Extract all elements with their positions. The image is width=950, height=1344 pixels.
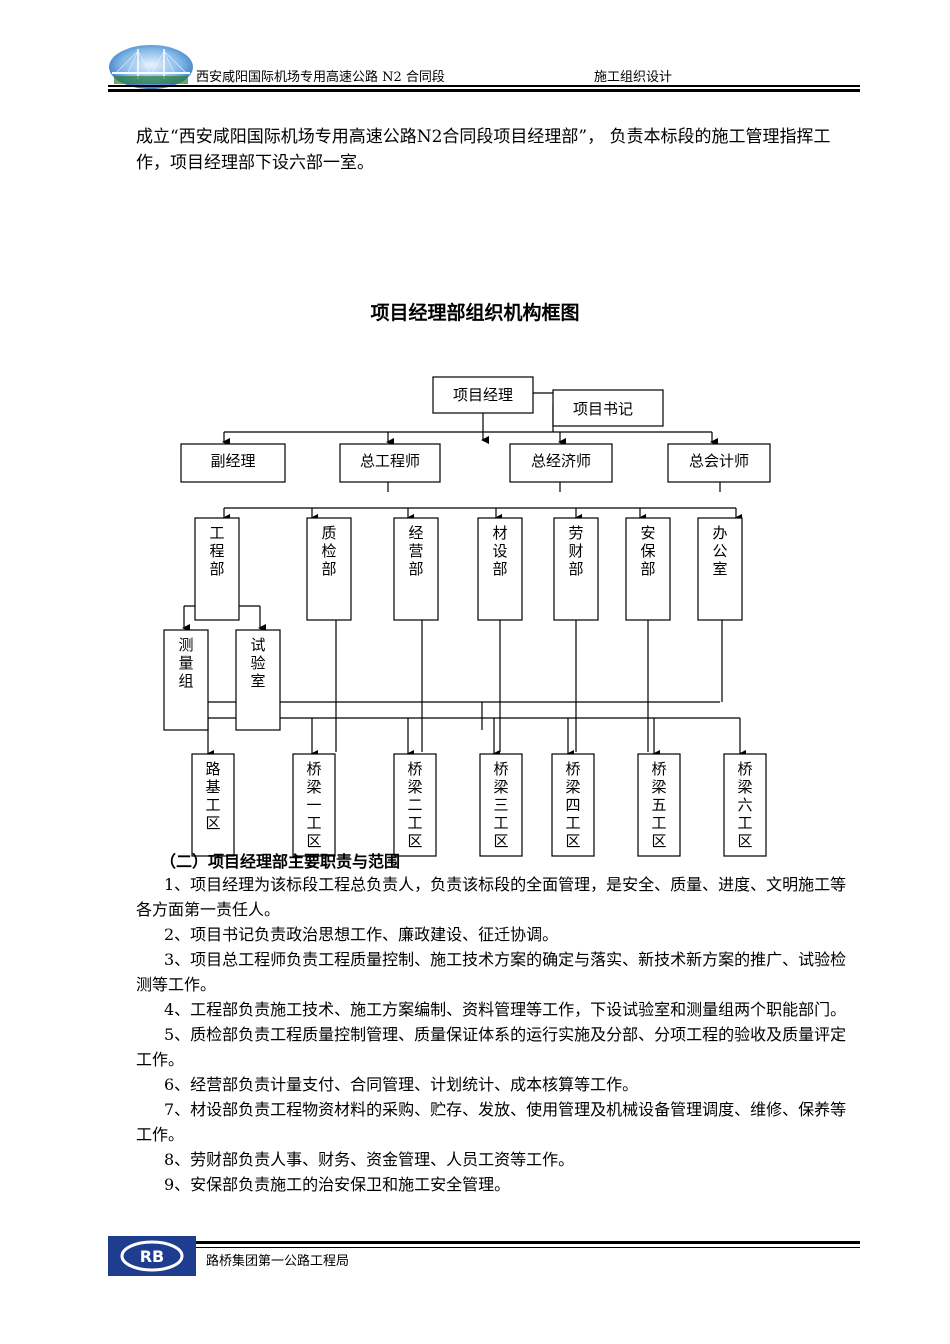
org-node-department: 质检部 — [306, 517, 352, 621]
org-node-label: 办公室 — [712, 524, 727, 578]
org-node-label: 桥梁五工区 — [651, 760, 666, 850]
org-node-chief-economist: 总经济师 — [509, 443, 613, 483]
footer-rule-thin — [196, 1247, 860, 1248]
org-node-department: 安保部 — [625, 517, 671, 621]
org-node-label: 项目书记 — [573, 400, 633, 418]
org-node-work-area: 桥梁三工区 — [479, 753, 523, 857]
org-chart: 项目经理 项目书记 副经理 总工程师 总经济师 总会计师 工程部 质检部 经营部 材设… — [163, 376, 771, 857]
bridge-logo-icon — [109, 45, 193, 89]
org-sub-groups: 测量组 试验室 — [163, 629, 281, 731]
org-node-label: 经营部 — [408, 524, 423, 578]
header-rule — [108, 85, 860, 87]
org-node-department: 办公室 — [697, 517, 743, 621]
section-heading: （二）项目经理部主要职责与范围 — [160, 852, 401, 871]
duty-item: 8、劳财部负责人事、财务、资金管理、人员工资等工作。 — [164, 1150, 575, 1169]
org-work-areas: 路基工区 桥梁一工区 桥梁二工区 桥梁三工区 桥梁四工区 桥梁五工区 桥梁六工区 — [191, 753, 767, 857]
org-node-sub-group: 测量组 — [163, 629, 209, 731]
header-doc-type: 施工组织设计 — [594, 70, 673, 85]
org-node-department: 工程部 — [194, 517, 240, 621]
org-node-chief-engineer: 总工程师 — [339, 443, 441, 483]
org-node-secretary: 项目书记 — [552, 389, 664, 427]
footer-org-name: 路桥集团第一公路工程局 — [206, 1254, 350, 1269]
org-node-label: 桥梁四工区 — [565, 760, 580, 850]
org-node-work-area: 桥梁一工区 — [292, 753, 336, 857]
org-node-department: 劳财部 — [553, 517, 599, 621]
org-node-department: 经营部 — [393, 517, 439, 621]
duty-item: 9、安保部负责施工的治安保卫和施工安全管理。 — [164, 1175, 511, 1194]
org-node-chief-accountant: 总会计师 — [667, 443, 771, 483]
org-node-label: 总工程师 — [360, 452, 420, 470]
duty-item: 7、材设部负责工程物资材料的采购、贮存、发放、使用管理及机械设备管理调度、维修、… — [136, 1100, 847, 1144]
header-rule-thick — [108, 89, 860, 92]
org-node-label: 工程部 — [209, 524, 224, 578]
duties-list: 1、项目经理为该标段工程总负责人，负责该标段的全面管理，是安全、质量、进度、文明… — [136, 872, 860, 1197]
rb-logo-icon: RB — [108, 1236, 196, 1276]
org-node-project-manager: 项目经理 — [432, 376, 534, 414]
org-node-work-area: 桥梁五工区 — [637, 753, 681, 857]
org-node-work-area: 桥梁二工区 — [393, 753, 437, 857]
org-node-label: 桥梁三工区 — [493, 760, 508, 850]
org-node-label: 总会计师 — [689, 452, 749, 470]
duty-item: 1、项目经理为该标段工程总负责人，负责该标段的全面管理，是安全、质量、进度、文明… — [136, 875, 847, 919]
chart-title: 项目经理部组织机构框图 — [370, 302, 580, 324]
org-node-sub-group: 试验室 — [235, 629, 281, 731]
duty-item: 3、项目总工程师负责工程质量控制、施工技术方案的确定与落实、新技术新方案的推广、… — [136, 950, 847, 994]
duty-item: 5、质检部负责工程质量控制管理、质量保证体系的运行实施及分部、分项工程的验收及质… — [136, 1025, 847, 1069]
org-node-label: 总经济师 — [531, 452, 591, 470]
footer-rule — [196, 1241, 860, 1244]
org-node-label: 桥梁六工区 — [737, 760, 752, 850]
intro-paragraph: 成立“西安咸阳国际机场专用高速公路N2合同段项目经理部”， 负责本标段的施工管理… — [136, 127, 831, 173]
org-node-label: 劳财部 — [568, 524, 583, 578]
org-node-label: 桥梁二工区 — [407, 760, 422, 850]
svg-text:RB: RB — [140, 1247, 165, 1266]
org-node-department: 材设部 — [477, 517, 523, 621]
org-node-label: 测量组 — [178, 636, 193, 690]
org-node-label: 质检部 — [321, 524, 336, 578]
org-node-label: 安保部 — [640, 524, 655, 578]
org-node-deputy-manager: 副经理 — [180, 443, 286, 483]
org-node-work-area: 路基工区 — [191, 753, 235, 857]
duty-item: 4、工程部负责施工技术、施工方案编制、资料管理等工作，下设试验室和测量组两个职能… — [164, 1000, 847, 1019]
org-departments: 工程部 质检部 经营部 材设部 劳财部 安保部 办公室 — [194, 517, 743, 621]
org-node-label: 试验室 — [250, 636, 265, 690]
header-title: 西安咸阳国际机场专用高速公路 N2 合同段 — [196, 70, 445, 85]
org-node-work-area: 桥梁四工区 — [551, 753, 595, 857]
org-node-label: 桥梁一工区 — [306, 760, 321, 850]
org-node-label: 路基工区 — [205, 760, 220, 832]
org-node-work-area: 桥梁六工区 — [723, 753, 767, 857]
org-node-label: 项目经理 — [453, 386, 513, 404]
duty-item: 6、经营部负责计量支付、合同管理、计划统计、成本核算等工作。 — [164, 1075, 639, 1094]
org-node-label: 副经理 — [210, 452, 255, 470]
org-node-label: 材设部 — [492, 524, 507, 578]
duty-item: 2、项目书记负责政治思想工作、廉政建设、征迁协调。 — [164, 925, 559, 944]
